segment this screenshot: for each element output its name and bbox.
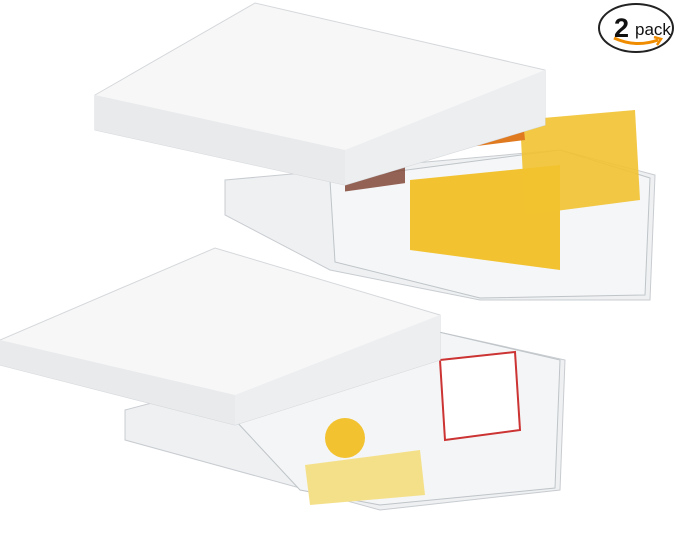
pack-count: 2 — [614, 13, 630, 43]
bottom-drawer-organizer — [0, 247, 566, 511]
pack-label: pack — [635, 20, 671, 39]
top-drawer-organizer — [94, 2, 656, 301]
smile-arrow-icon — [613, 36, 663, 46]
two-pack-badge: 2 pack — [598, 3, 674, 53]
